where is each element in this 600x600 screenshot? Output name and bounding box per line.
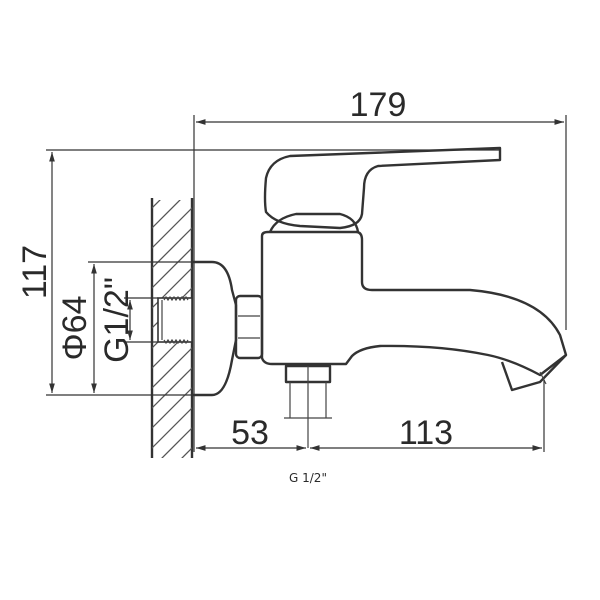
dimension-label-113: 113 — [399, 414, 453, 452]
outlet-thread-label: G 1/2" — [289, 471, 327, 485]
lever-handle — [263, 146, 502, 233]
wall-inlet-thread — [161, 295, 189, 345]
dimension-label-179: 179 — [350, 86, 407, 124]
wall-flange — [192, 260, 238, 397]
dimension-wall-thread: G1/2" — [98, 277, 158, 363]
outlet-thread — [284, 364, 332, 448]
wall-section — [150, 198, 194, 458]
dimension-label-53: 53 — [231, 414, 269, 452]
dimension-overall-width: 179 — [193, 86, 567, 330]
dimension-label-diameter: Φ64 — [56, 296, 94, 361]
dimension-label-117: 117 — [16, 245, 54, 299]
hex-nut — [234, 294, 264, 360]
dimension-label-wall-thread: G1/2" — [98, 277, 136, 363]
dimension-flange-diameter: Φ64 — [56, 261, 212, 393]
dimension-overall-height: 117 — [16, 149, 500, 396]
dimension-bottom: 53 113 — [193, 150, 545, 452]
faucet-body — [260, 230, 568, 392]
